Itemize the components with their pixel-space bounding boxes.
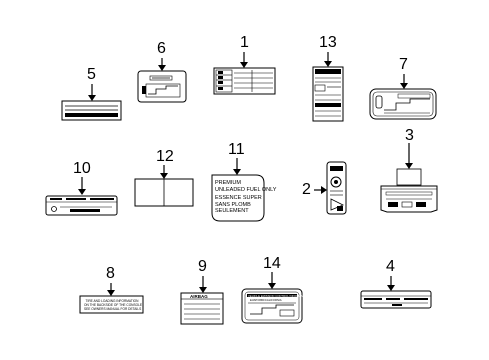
callout-9: 9 [198, 258, 207, 275]
callout-11: 11 [228, 141, 245, 158]
callout-8: 8 [106, 265, 115, 282]
label-11[interactable] [211, 158, 265, 222]
fuel-line-sans-plomb: SANS PLOMB [215, 201, 251, 208]
tire-label-text: TIRE AND LOADING INFORMATION ON THE BACK… [84, 299, 142, 311]
tire-line-1: TIRE AND LOADING INFORMATION [85, 299, 139, 303]
callout-5: 5 [87, 66, 96, 83]
label-1[interactable] [213, 52, 276, 95]
label-4[interactable] [360, 276, 432, 309]
label-14[interactable] [241, 272, 303, 324]
tire-line-2: ON THE BACKSIDE OF THE CONSOLE [84, 303, 142, 307]
label-5[interactable] [61, 84, 122, 121]
fuel-line-unleaded: UNLEADED FUEL ONLY [215, 186, 277, 193]
callout-2: 2 [302, 181, 311, 198]
label-7[interactable] [369, 74, 437, 120]
emission-label-title: VEHICLE EMISSION CONTROL INFORMATION [248, 294, 309, 298]
fuel-line-seulement: SEULEMENT [215, 208, 249, 214]
callout-7: 7 [399, 56, 408, 73]
label-6[interactable] [137, 58, 187, 103]
callout-14: 14 [263, 255, 281, 272]
label-2[interactable] [314, 161, 347, 215]
callout-1: 1 [240, 34, 249, 51]
label-8[interactable] [79, 283, 144, 314]
label-10[interactable] [45, 177, 118, 216]
fuel-line-premium: PREMIUM [215, 180, 241, 186]
callout-13: 13 [319, 34, 337, 51]
label-12[interactable] [134, 165, 194, 207]
callout-12: 12 [156, 148, 174, 165]
tire-line-3: SEE OWNERS MANUAL FOR DETAILS [84, 307, 142, 311]
airbag-label-header: AIRBAG [190, 294, 208, 299]
callout-6: 6 [157, 40, 166, 57]
callout-10: 10 [73, 160, 91, 177]
label-3[interactable] [380, 143, 438, 213]
label-9[interactable] [180, 276, 224, 325]
emission-label-subtitle: EVAP/OBD/CALIFORNIA [250, 298, 282, 302]
fuel-line-essence: ESSENCE SUPER [215, 195, 262, 201]
callout-3: 3 [405, 127, 414, 144]
callout-4: 4 [386, 258, 395, 275]
label-13[interactable] [312, 52, 344, 122]
fuel-label-text: PREMIUM UNLEADED FUEL ONLY ESSENCE SUPER… [215, 180, 276, 215]
